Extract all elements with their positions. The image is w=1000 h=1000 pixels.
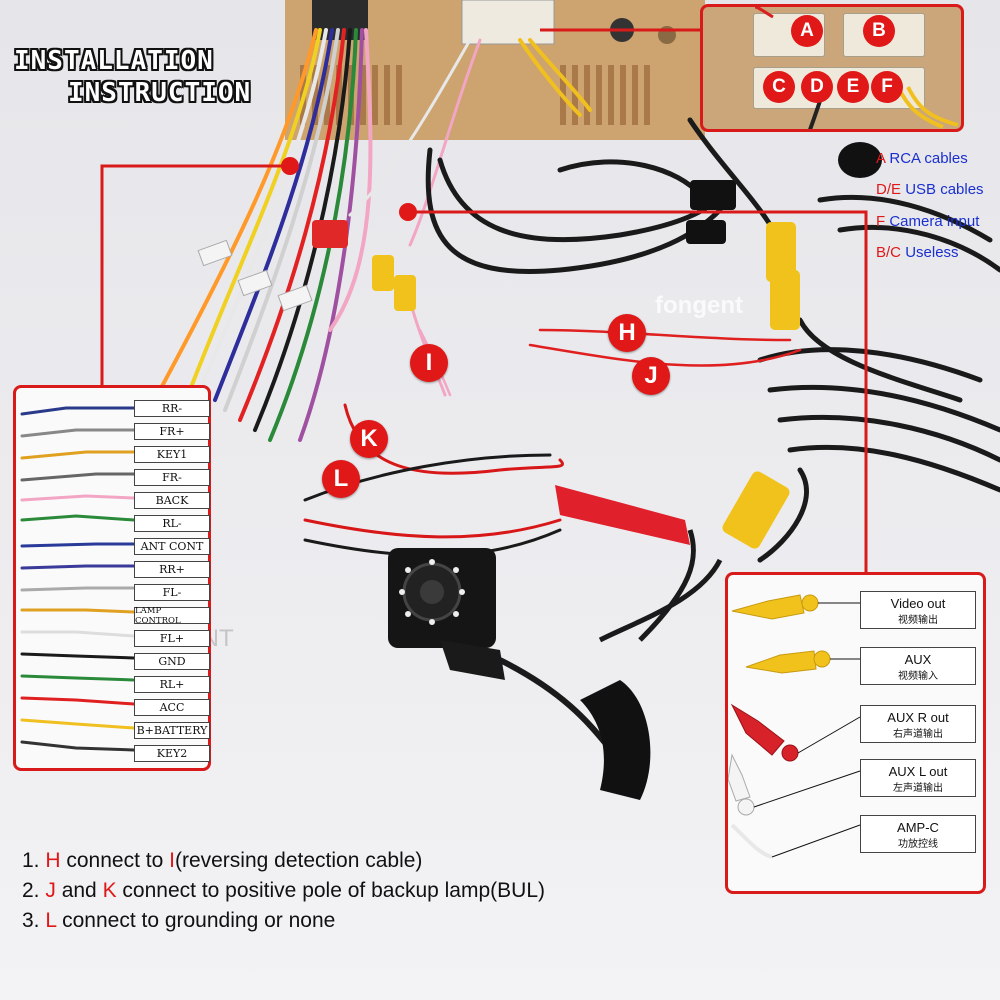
camera-cable [638, 529, 696, 642]
wire-label-rr-plus: RR+ [134, 561, 210, 578]
title-line-1: INSTALLATION [14, 46, 214, 76]
note-3: 3. L connect to grounding or none [22, 909, 336, 932]
note-2: 2. J and K connect to positive pole of b… [22, 879, 545, 902]
wire-label-fl-plus: FL+ [134, 630, 210, 647]
wire-label-key1: KEY1 [134, 446, 210, 463]
video-connector [580, 680, 651, 800]
wire-label-rr-minus: RR- [134, 400, 210, 417]
rca-bundle [348, 38, 592, 397]
small-plugs [461, 0, 555, 45]
legend-item-usb: D/E USB cables [876, 181, 984, 198]
marker-k: K [350, 420, 388, 458]
red-power-connector [555, 485, 690, 545]
rca-aux-r-plug [730, 703, 861, 762]
wire-label-rl-minus: RL- [134, 515, 210, 532]
usb-plug-2 [686, 220, 726, 244]
connector-label-a: A [791, 15, 823, 47]
legend-item-camera: F Camera input [876, 213, 980, 230]
yellow-rca-a [372, 255, 394, 291]
yellow-rca-camera-1 [766, 222, 796, 282]
rca-legend-plugs [728, 594, 861, 859]
connector-label-e: E [837, 71, 869, 103]
wire-label-lamp-control: LAMP CONTROL [134, 606, 210, 626]
wire-label-key2: KEY2 [134, 745, 210, 762]
wire-label-gnd: GND [134, 653, 210, 670]
wire-label-fl-minus: FL- [134, 584, 210, 601]
marker-h: H [608, 314, 646, 352]
watermark-fongent: fongent [655, 292, 743, 319]
legend-item-rca: A RCA cables [876, 150, 968, 167]
harness-wire-legend: RR- FR+ KEY1 FR- BACK RL- ANT CONT RR+ F… [13, 385, 211, 771]
marker-i: I [410, 344, 448, 382]
yellow-rca-camera-2 [770, 270, 800, 330]
connector-wires [754, 7, 959, 129]
amp-c-wire [730, 823, 861, 859]
wire-label-back: BACK [134, 492, 210, 509]
rca-aux-l-plug [728, 753, 861, 816]
connector-inset: A B C D E F [700, 4, 964, 132]
gps-antenna [838, 142, 882, 178]
camera-extension-cable [687, 117, 1000, 563]
red-rca-plug [312, 220, 348, 248]
backup-camera [388, 548, 505, 680]
yellow-rca-camera-3 [722, 471, 790, 549]
note-1: 1. H connect to I(reversing detection ca… [22, 849, 423, 872]
wire-label-acc: ACC [134, 699, 210, 716]
legend-item-useless: B/C Useless [876, 244, 959, 261]
connector-label-f: F [871, 71, 903, 103]
usb-plug [690, 180, 736, 210]
harness-legend-wires [20, 406, 136, 752]
harness-tags [197, 239, 313, 312]
callout-lines [100, 28, 868, 572]
connector-label-b: B [863, 15, 895, 47]
title-line-2: INSTRUCTION [68, 78, 252, 108]
marker-j: J [632, 357, 670, 395]
wire-label-ant-cont: ANT CONT [134, 538, 210, 555]
rca-aux-plug [745, 650, 860, 674]
connector-label-c: C [763, 71, 795, 103]
wire-label-rl-plus: RL+ [134, 676, 210, 693]
wire-label-fr-minus: FR- [134, 469, 210, 486]
marker-l: L [322, 460, 360, 498]
rca-video-out-plug [731, 594, 860, 620]
wire-label-b-battery: B+BATTERY [134, 722, 210, 739]
instruction-notes: 1. H connect to I(reversing detection ca… [22, 846, 545, 936]
connector-label-d: D [801, 71, 833, 103]
wire-label-fr-plus: FR+ [134, 423, 210, 440]
yellow-rca-b [394, 275, 416, 311]
